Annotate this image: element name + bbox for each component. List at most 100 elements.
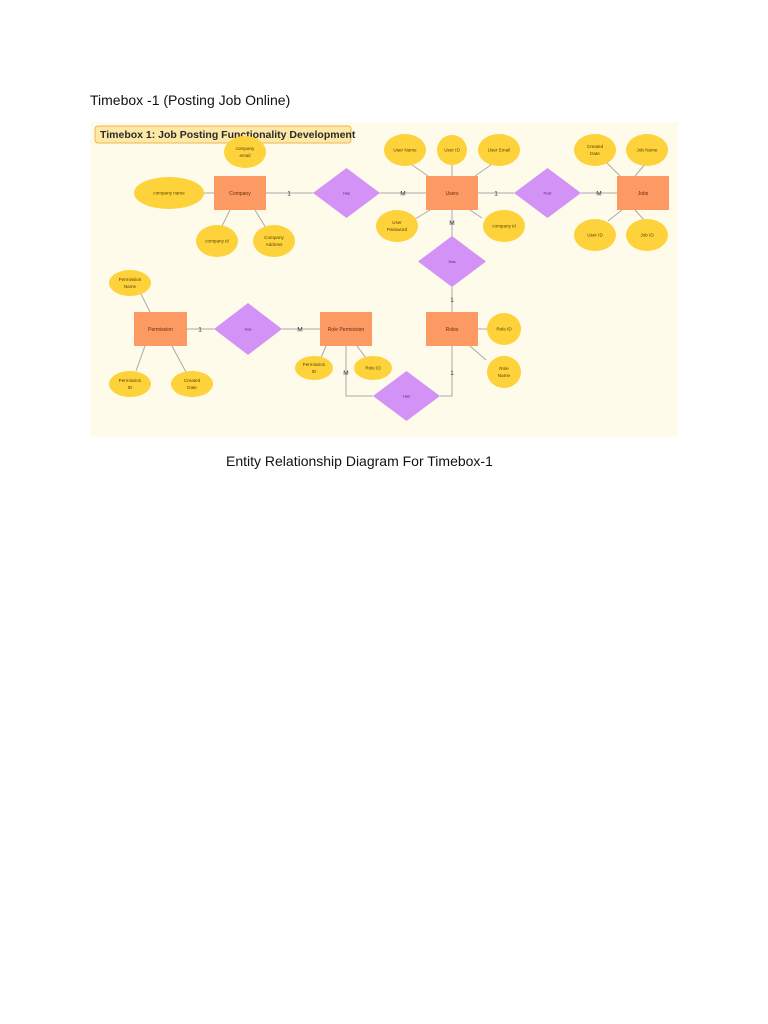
attribute-user-company-id[interactable]: company id: [483, 210, 525, 242]
attribute-permission-id[interactable]: Permission ID: [109, 371, 151, 397]
relationship-permission-rp[interactable]: Has: [214, 303, 282, 355]
attribute-job-id[interactable]: Job ID: [626, 219, 668, 251]
relationship-users-jobs[interactable]: Post: [514, 168, 581, 218]
entity-roles[interactable]: Roles: [426, 312, 478, 346]
attr-job-id-line1: Job ID: [640, 233, 654, 238]
line-permission-id: [135, 345, 146, 372]
attr-user-email-line1: User Email: [488, 148, 510, 153]
attr-job-user-id-line1: User ID: [587, 233, 603, 238]
attribute-company-address[interactable]: Company Address: [253, 225, 295, 257]
cardinalities: 1 M 1 M M 1 1 M M 1: [198, 191, 602, 378]
attribute-user-password[interactable]: User Password: [376, 210, 418, 242]
attr-permission-name-line1: Permission: [119, 277, 142, 282]
line-job-user-id: [607, 209, 623, 222]
attr-rp-role-id-line1: Role ID: [365, 366, 381, 371]
relationship-rp-roles[interactable]: Has: [373, 371, 440, 421]
relationship-users-roles[interactable]: Has: [418, 236, 486, 287]
attribute-created-date[interactable]: Created Date: [574, 134, 616, 166]
attr-user-id-top-line1: User ID: [444, 148, 460, 153]
attr-job-name-line1: Job Name: [637, 148, 658, 153]
attribute-company-email[interactable]: company email: [224, 136, 266, 168]
attr-created-date-line1: Created: [587, 144, 604, 149]
attr-user-name-line1: User Name: [393, 148, 417, 153]
line-rp-role-id: [356, 345, 367, 359]
entity-users[interactable]: Users: [426, 176, 478, 210]
document-heading: Timebox -1 (Posting Job Online): [90, 92, 291, 108]
relationship-users-roles-label: Has: [448, 259, 455, 264]
entity-company-label: Company: [229, 191, 251, 197]
attr-permission-name-line2: Name: [124, 284, 137, 289]
entity-permission[interactable]: Permission: [134, 312, 187, 346]
attr-role-name-line1: Role: [499, 366, 509, 371]
attribute-job-user-id[interactable]: User ID: [574, 219, 616, 251]
relationship-users-jobs-label: Post: [543, 191, 552, 196]
card-users-side-roles: M: [449, 220, 454, 227]
attribute-company-id[interactable]: company id: [196, 225, 238, 257]
attr-user-password-line2: Password: [387, 227, 408, 232]
entity-roles-label: Roles: [446, 327, 459, 333]
entity-permission-label: Permission: [148, 327, 173, 333]
attr-company-name-line1: company name: [153, 191, 185, 196]
card-roles-side-rp: 1: [450, 370, 454, 377]
relationship-rp-roles-label: Has: [403, 394, 410, 399]
attr-permission-created-line1: Created: [184, 378, 201, 383]
attribute-rp-permission-id[interactable]: Permission ID: [295, 356, 333, 380]
card-rp-side-roles: M: [343, 370, 348, 377]
attribute-role-name[interactable]: Role Name: [487, 356, 521, 388]
relationships: Has Post Has Has Has: [214, 168, 581, 421]
er-diagram-canvas: Timebox 1: Job Posting Functionality Dev…: [90, 122, 678, 437]
entities: Company Users Jobs Roles Permission Role…: [134, 176, 669, 346]
attribute-user-email[interactable]: User Email: [478, 134, 520, 166]
diagram-caption: Entity Relationship Diagram For Timebox-…: [226, 453, 493, 469]
attr-company-email-line1: company: [236, 146, 255, 151]
attribute-user-name[interactable]: User Name: [384, 134, 426, 166]
line-permission-created: [171, 345, 187, 373]
entity-users-label: Users: [445, 191, 459, 197]
attributes: company email company name company id Co…: [109, 134, 668, 397]
connector-lines: [135, 148, 648, 397]
attr-role-id-line1: Role ID: [496, 327, 512, 332]
card-roles-side-users: 1: [450, 297, 454, 304]
line-job-id: [634, 209, 646, 222]
attr-company-id-line1: company id: [205, 239, 229, 244]
attr-user-password-line1: User: [392, 220, 402, 225]
line-roles-role-name: [469, 345, 487, 361]
attr-user-company-id-line1: company id: [492, 224, 516, 229]
attribute-job-name[interactable]: Job Name: [626, 134, 668, 166]
attr-company-email-line2: email: [240, 153, 251, 158]
attr-permission-id-line1: Permission: [119, 378, 142, 383]
card-company-side: 1: [287, 191, 291, 198]
attr-permission-created-line2: Date: [187, 385, 197, 390]
entity-jobs[interactable]: Jobs: [617, 176, 669, 210]
entity-jobs-label: Jobs: [638, 191, 649, 197]
card-rp-side-permission: M: [297, 327, 302, 334]
card-users-side-jobs: 1: [494, 191, 498, 198]
attribute-permission-name[interactable]: Permission Name: [109, 270, 151, 296]
attribute-user-id-top[interactable]: User ID: [437, 135, 467, 165]
attr-company-address-line2: Address: [266, 242, 284, 247]
attr-company-address-line1: Company: [264, 235, 284, 240]
relationship-company-users[interactable]: Has: [313, 168, 380, 218]
attr-created-date-line2: Date: [590, 151, 600, 156]
attribute-role-id[interactable]: Role ID: [487, 313, 521, 345]
entity-company[interactable]: Company: [214, 176, 266, 210]
card-jobs-side: M: [596, 191, 601, 198]
line-company-address: [254, 209, 267, 229]
attribute-permission-created-date[interactable]: Created Date: [171, 371, 213, 397]
attr-rp-permission-id-line1: Permission: [303, 362, 326, 367]
line-user-company-id: [469, 209, 483, 219]
attribute-rp-role-id[interactable]: Role ID: [354, 356, 392, 380]
er-diagram: Timebox 1: Job Posting Functionality Dev…: [90, 122, 678, 437]
line-permission-name: [140, 293, 151, 313]
entity-role-permission[interactable]: Role Permission: [320, 312, 372, 346]
diagram-title: Timebox 1: Job Posting Functionality Dev…: [100, 129, 356, 141]
attr-permission-id-line2: ID: [128, 385, 133, 390]
entity-role-permission-label: Role Permission: [328, 327, 365, 333]
line-rp-has-bottom: [345, 346, 373, 397]
diagram-title-box: [94, 125, 352, 144]
card-users-from-company: M: [400, 191, 405, 198]
attribute-company-name[interactable]: company name: [134, 177, 204, 209]
relationship-company-users-label: Has: [343, 191, 350, 196]
line-created-date: [605, 161, 621, 177]
line-user-password: [414, 209, 431, 220]
